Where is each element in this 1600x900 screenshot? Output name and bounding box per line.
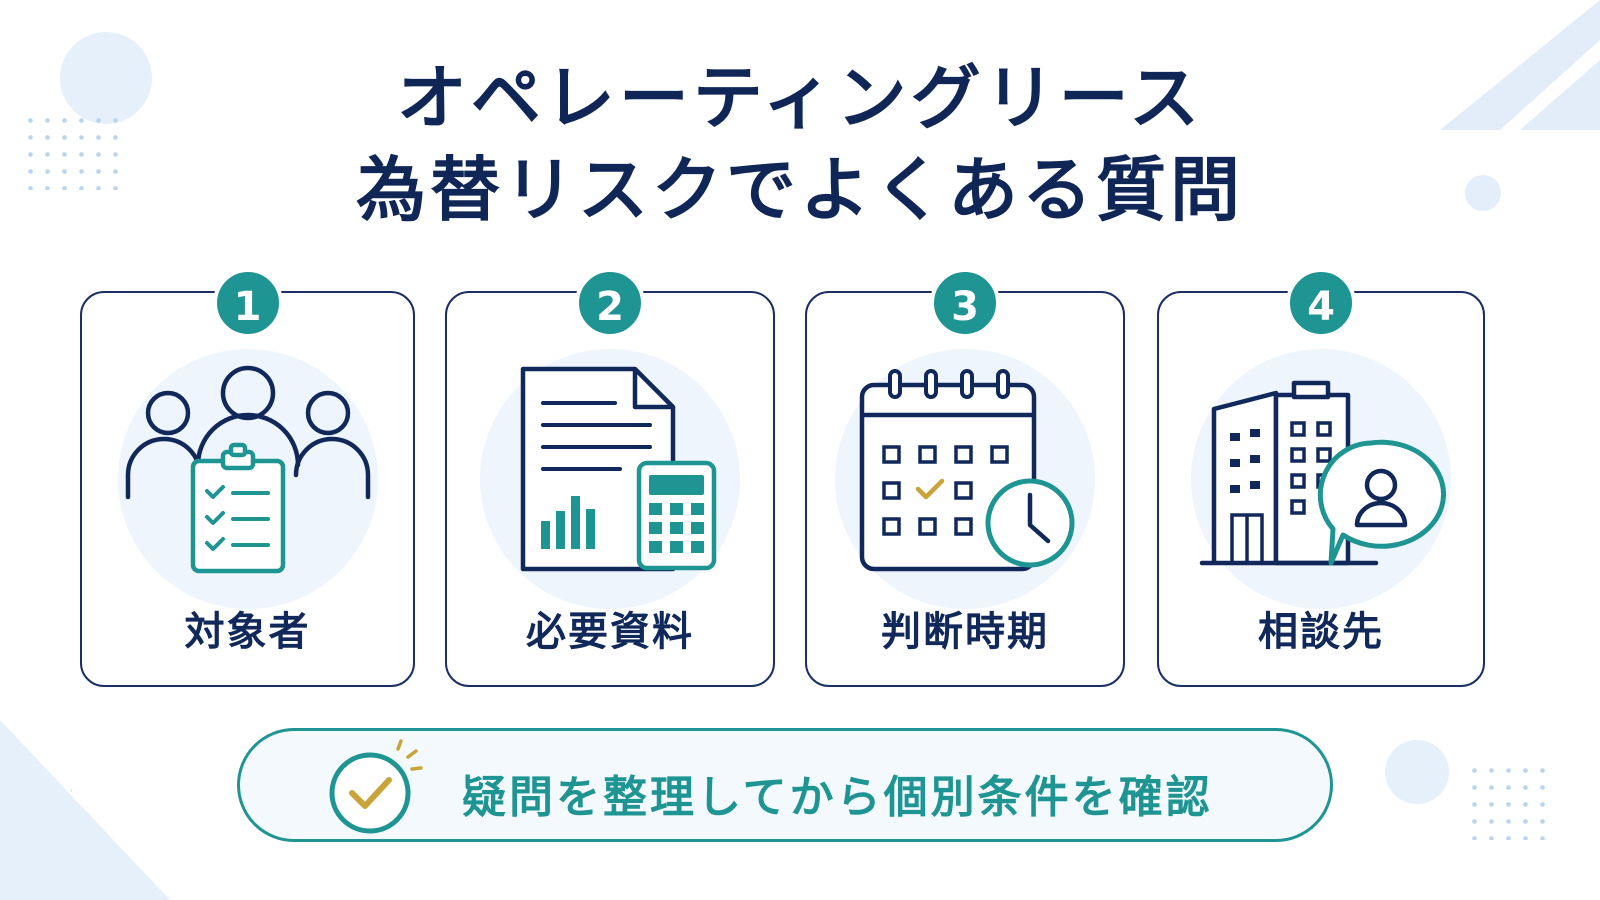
decor-triangle [0,720,170,900]
calendar-clock-icon [859,369,1075,572]
title-line-2: 為替リスクでよくある質問 [356,149,1244,231]
card-label: 必要資料 [526,609,694,655]
card-label: 相談先 [1258,609,1384,655]
decor-circle [1465,175,1501,211]
check-circle-icon [329,739,423,834]
card-number-badge: 4 [1286,268,1356,338]
card-number-badge: 1 [212,268,283,338]
card-consultation-contact[interactable]: 4 相談先 [1157,268,1485,687]
decor-stripes [1440,0,1600,130]
card-number-badge: 2 [575,268,645,338]
decor-dot-grid [22,112,124,190]
card-number-badge: 3 [930,268,1000,338]
page-title: オペレーティングリース 為替リスクでよくある質問 [0,52,1600,236]
card-label: 判断時期 [881,609,1049,655]
summary-banner: 疑問を整理してから個別条件を確認 [237,728,1333,842]
decor-circle [60,32,152,124]
card-label: 対象者 [184,609,311,655]
people-clipboard-icon [125,365,370,574]
summary-text: 疑問を整理してから個別条件を確認 [462,772,1213,823]
decor-dot-grid [1466,762,1546,840]
title-line-1: オペレーティングリース [396,57,1204,139]
card-required-documents[interactable]: 2 必要資料 [445,268,775,687]
document-calculator-icon [520,366,717,572]
card-target-audience[interactable]: 1 対象者 [80,268,415,687]
building-consultant-icon [1199,380,1446,566]
card-decision-timing[interactable]: 3 判断時期 [805,268,1125,687]
decor-circle [1385,740,1449,804]
